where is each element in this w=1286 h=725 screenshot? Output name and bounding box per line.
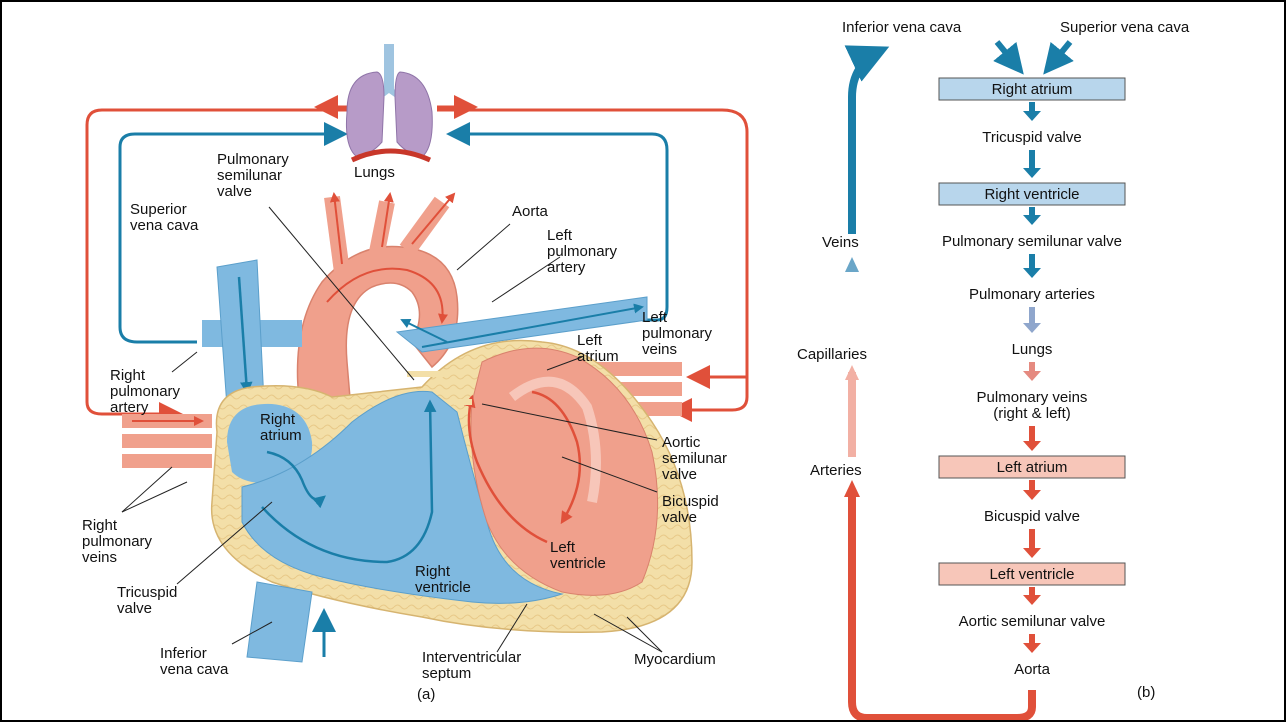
flow-step-6: Pulmonary veins(right & left)	[977, 389, 1088, 422]
veins-return-arrow	[852, 50, 882, 234]
label-right-pulmonary-veins: Right pulmonary veins	[82, 517, 156, 566]
label-right-pulmonary-artery: Right pulmonary artery	[110, 367, 184, 416]
label-aortic-semilunar-valve: Aortic semilunar valve	[662, 434, 731, 483]
label-left-pulmonary-veins: Left pulmonary veins	[642, 309, 716, 358]
label-superior-vena-cava-b: Superior vena cava	[1060, 19, 1190, 36]
label-lungs: Lungs	[354, 164, 395, 181]
lungs-illustration	[346, 44, 432, 160]
label-veins: Veins	[822, 234, 859, 251]
flow-arrowhead-4	[1023, 323, 1041, 333]
flow-step-8: Bicuspid valve	[984, 508, 1080, 525]
panel-a-heart-diagram: Lungs Pulmonary semilunar valve Superior…	[82, 44, 747, 703]
flow-step-0: Right atrium	[992, 81, 1073, 98]
label-left-atrium: Left atrium	[577, 332, 619, 365]
flow-arrowhead-0	[1023, 111, 1041, 121]
label-bicuspid-valve: Bicuspid valve	[662, 493, 723, 526]
flow-arrowhead-8	[1023, 548, 1041, 558]
flow-step-9: Left ventricle	[989, 566, 1074, 583]
inferior-vena-cava	[247, 582, 312, 662]
label-capillaries: Capillaries	[797, 346, 867, 363]
label-inferior-vena-cava: Inferior vena cava	[160, 645, 229, 678]
label-pulmonary-semilunar-valve: Pulmonary semilunar valve	[217, 151, 293, 200]
label-arteries: Arteries	[810, 462, 862, 479]
flow-step-11: Aorta	[1014, 661, 1051, 678]
label-left-pulmonary-artery: Left pulmonary artery	[547, 227, 621, 276]
flow-arrowhead-3	[1023, 268, 1041, 278]
flow-step-5: Lungs	[1012, 341, 1053, 358]
flow-arrowhead-7	[1023, 490, 1041, 500]
flow-step-7: Left atrium	[997, 459, 1068, 476]
flow-arrowhead-2	[1023, 215, 1041, 225]
label-interventricular-septum: Interventricular septum	[422, 649, 525, 682]
flow-step-1: Tricuspid valve	[982, 129, 1081, 146]
label-superior-vena-cava: Superior vena cava	[130, 201, 199, 234]
flow-step-10: Aortic semilunar valve	[959, 613, 1106, 630]
caption-a: (a)	[417, 686, 435, 703]
label-right-atrium: Right atrium	[260, 411, 302, 444]
flow-arrowhead-1	[1023, 168, 1041, 178]
flow-step-4: Pulmonary arteries	[969, 286, 1095, 303]
flow-arrowhead-5	[1023, 371, 1041, 381]
flow-arrowhead-10	[1023, 643, 1041, 653]
flow-step-2: Right ventricle	[984, 186, 1079, 203]
label-aorta: Aorta	[512, 203, 549, 220]
label-inferior-vena-cava-b: Inferior vena cava	[842, 19, 962, 36]
caption-b: (b)	[1137, 684, 1155, 701]
label-tricuspid-valve: Tricuspid valve	[117, 584, 181, 617]
panel-b-flowchart: Inferior vena cava Superior vena cava Ve…	[797, 19, 1190, 718]
flow-arrowhead-6	[1023, 441, 1041, 451]
right-pulmonary-veins	[122, 414, 212, 468]
flow-arrowhead-9	[1023, 595, 1041, 605]
flow-step-3: Pulmonary semilunar valve	[942, 233, 1122, 250]
label-myocardium: Myocardium	[634, 651, 716, 668]
